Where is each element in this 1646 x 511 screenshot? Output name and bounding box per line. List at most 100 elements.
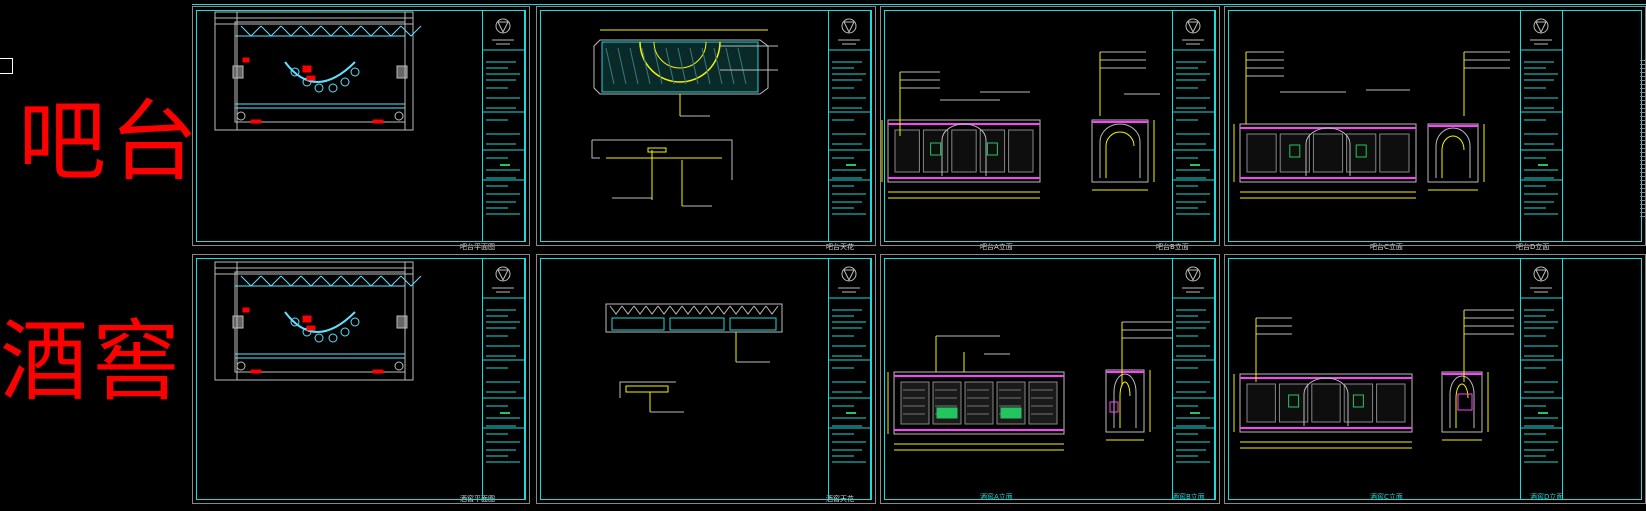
sheet-edge-tick <box>1640 140 1646 141</box>
plan-marker <box>306 325 316 331</box>
ceiling-lattice <box>653 47 663 85</box>
ceiling-profile <box>647 147 667 153</box>
plan-stool <box>314 83 324 93</box>
sheet-edge-tick <box>1640 88 1646 89</box>
elevation-panel <box>1279 133 1310 173</box>
elevation-panel <box>979 129 1006 173</box>
elevation-panel <box>900 381 930 425</box>
elevation-arch <box>941 123 987 176</box>
sheet-edge-tick <box>1640 72 1646 73</box>
cellar-truss <box>765 305 779 315</box>
title-block <box>482 258 525 500</box>
sheet-edge-tick <box>1640 80 1646 81</box>
sheet-caption: 酒窖A立面 <box>980 493 1013 501</box>
elevation-arch-inner <box>1119 381 1131 428</box>
sheet-edge-tick <box>1640 120 1646 121</box>
sheet-caption: 吧台B立面 <box>1156 243 1189 251</box>
plan-truss <box>360 25 382 37</box>
sheet-edge-tick <box>1640 208 1646 209</box>
sheet-edge-tick <box>1640 152 1646 153</box>
sheet-edge-tick <box>1640 128 1646 129</box>
cellar-truss <box>753 305 767 315</box>
elevation-panel <box>1312 133 1344 173</box>
plan-marker <box>302 315 312 323</box>
plan-truss <box>340 25 362 37</box>
sheet-edge-tick <box>1640 116 1646 117</box>
elevation-arch-inner <box>1105 131 1135 178</box>
ceiling-dome-arc <box>653 41 707 69</box>
elevation-outline <box>1105 369 1145 433</box>
elevation-ornament <box>1109 401 1119 413</box>
sheet-border <box>536 6 876 246</box>
ceiling-lattice <box>629 47 639 85</box>
sheet-caption: 吧台天花 <box>826 243 854 251</box>
cellar-truss <box>729 305 743 315</box>
plan-column <box>396 65 408 79</box>
sheet-caption: 吧台C立面 <box>1370 243 1403 251</box>
elevation-arch-inner <box>1441 135 1465 178</box>
plan-curved-counter <box>284 61 356 83</box>
elevation-panel <box>1008 129 1034 173</box>
sheet-edge-tick <box>1640 196 1646 197</box>
plan-truss <box>240 25 262 37</box>
elevation-arch <box>1449 375 1475 428</box>
plan-truss <box>400 275 422 287</box>
plan-fixture <box>236 111 246 121</box>
elevation-ornament <box>986 142 998 156</box>
ceiling-lattice <box>689 47 699 85</box>
plan-truss <box>360 275 382 287</box>
plan-fixture <box>394 361 404 371</box>
plan-truss <box>340 275 362 287</box>
elevation-outline <box>1239 123 1417 183</box>
ceiling-section <box>591 139 733 180</box>
ceiling-lattice <box>713 47 723 85</box>
crest-logo-icon <box>843 269 855 282</box>
cellar-ceiling-panel <box>611 317 665 331</box>
sheet-edge-tick <box>1640 132 1646 133</box>
cellar-truss <box>717 305 731 315</box>
elevation-panel <box>1376 383 1406 423</box>
plan-truss <box>280 275 302 287</box>
crest-logo-icon <box>1187 269 1199 282</box>
elevation-panel <box>1246 383 1276 423</box>
sheet-inner-frame <box>884 10 1216 242</box>
plan-stool <box>350 67 360 77</box>
plan-marker <box>372 369 384 374</box>
ceiling-outline <box>593 39 769 95</box>
sheet-caption: 吧台平面图 <box>460 243 495 251</box>
elevation-outline <box>1427 123 1479 183</box>
elevation-panel <box>951 129 977 173</box>
elevation-panel <box>1343 383 1374 423</box>
sheet-edge-tick <box>1640 172 1646 173</box>
plan-truss <box>280 25 302 37</box>
sheet-edge-tick <box>1640 164 1646 165</box>
elevation-arch <box>1305 127 1351 176</box>
plan-marker <box>302 65 312 73</box>
plan-truss <box>300 25 322 37</box>
sheet-caption: 吧台A立面 <box>980 243 1013 251</box>
plan-stool <box>340 77 350 87</box>
sheet-border <box>880 6 1220 246</box>
sheet-edge-tick <box>1640 160 1646 161</box>
title-block <box>828 10 871 242</box>
sheet-edge-tick <box>1640 100 1646 101</box>
plan-truss <box>240 275 262 287</box>
title-block <box>482 10 525 242</box>
cellar-ceiling-panel <box>669 317 725 331</box>
plan-marker <box>306 75 316 81</box>
sheet-border <box>880 254 1220 504</box>
sheet-edge-tick <box>1640 60 1646 61</box>
plan-column <box>232 315 244 329</box>
elevation-outline <box>887 119 1041 183</box>
cellar-ceiling-panel <box>729 317 777 331</box>
cellar-truss <box>621 305 635 315</box>
cellar-truss <box>633 305 647 315</box>
plan-stool <box>350 317 360 327</box>
plan-room <box>234 21 406 123</box>
sheet-edge-tick <box>1640 188 1646 189</box>
sheet-edge-tick <box>1640 148 1646 149</box>
sheet-border <box>192 254 530 504</box>
cellar-ceiling-outline <box>605 303 783 333</box>
plan-truss <box>320 25 342 37</box>
